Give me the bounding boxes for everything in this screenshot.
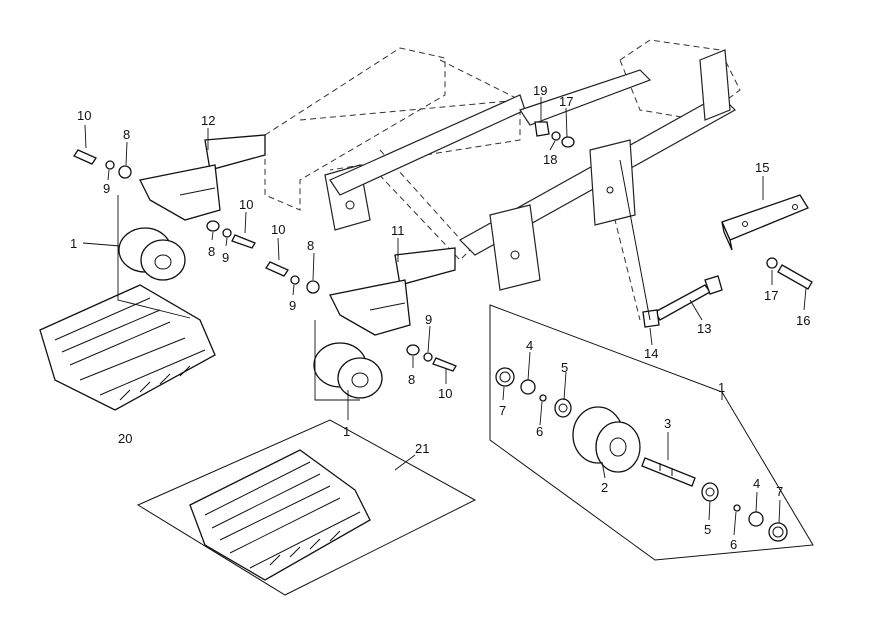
bracket-arm-12	[139, 134, 266, 221]
washer-17b-bolt-16	[766, 257, 813, 290]
long-bolt-13	[654, 275, 723, 321]
washers-8a-9a	[105, 160, 132, 179]
callout-8d: 8	[408, 372, 415, 387]
callout-7b: 7	[776, 484, 783, 499]
callout-21: 21	[415, 441, 429, 456]
track-roller-center	[313, 342, 383, 399]
bolt-axis-line	[619, 159, 651, 321]
callout-17b: 17	[764, 288, 778, 303]
plate-15	[721, 194, 809, 251]
callout-5b: 5	[704, 522, 711, 537]
bolt-10a	[73, 149, 97, 165]
callout-10c: 10	[271, 222, 285, 237]
callout-8b: 8	[208, 244, 215, 259]
callout-9b: 9	[222, 250, 229, 265]
callout-18: 18	[543, 152, 557, 167]
bearing-5b-oring-6b	[701, 482, 741, 512]
callout-20: 20	[118, 431, 132, 446]
bolt-10c-washers-8c-9c	[265, 261, 320, 294]
callout-2: 2	[601, 480, 608, 495]
callout-4a: 4	[526, 338, 533, 353]
nut-14	[642, 309, 660, 328]
callout-1a: 1	[70, 236, 77, 251]
callout-8c: 8	[307, 238, 314, 253]
oring-6a-bearing-5a	[539, 394, 572, 418]
callout-labels: 10 8 9 12 10 8 9 1 20 10 8 9 11 9 8 10 1…	[70, 83, 810, 552]
seal-7a-collar-4a	[495, 367, 536, 395]
callout-14: 14	[644, 346, 658, 361]
callout-6b: 6	[730, 537, 737, 552]
collar-4b-seal-7b	[748, 511, 788, 542]
callout-16: 16	[796, 313, 810, 328]
callout-12: 12	[201, 113, 215, 128]
washers-8d-9d-bolt-10d	[406, 344, 457, 372]
callout-1b: 1	[343, 424, 350, 439]
callout-8a: 8	[123, 127, 130, 142]
callout-11: 11	[391, 223, 405, 238]
callout-7a: 7	[499, 403, 506, 418]
callout-17a: 17	[559, 94, 573, 109]
callout-1c: 1	[718, 380, 725, 395]
shaft-3	[641, 457, 696, 487]
callout-13: 13	[697, 321, 711, 336]
callout-4b: 4	[753, 476, 760, 491]
callout-10b: 10	[239, 197, 253, 212]
main-frame	[264, 39, 741, 321]
roller-wheel-2	[572, 406, 641, 473]
callout-3: 3	[664, 416, 671, 431]
track-roller-left	[118, 227, 186, 281]
callout-5a: 5	[561, 360, 568, 375]
callout-10d: 10	[438, 386, 452, 401]
washers-8b-9b-bolt-10b	[206, 220, 256, 249]
callout-6a: 6	[536, 424, 543, 439]
roller-kit-box	[489, 304, 814, 561]
bracket-arm-11	[329, 247, 456, 336]
track-21-box	[136, 419, 477, 596]
nut-19-washers-18-17	[534, 121, 575, 148]
callout-9d: 9	[425, 312, 432, 327]
rubber-track-20	[39, 284, 216, 411]
callout-9a: 9	[103, 181, 110, 196]
callout-10a: 10	[77, 108, 91, 123]
callout-15: 15	[755, 160, 769, 175]
leader-lines	[82, 97, 807, 536]
callout-9c: 9	[289, 298, 296, 313]
rubber-track-21	[189, 449, 371, 581]
callout-19: 19	[533, 83, 547, 98]
